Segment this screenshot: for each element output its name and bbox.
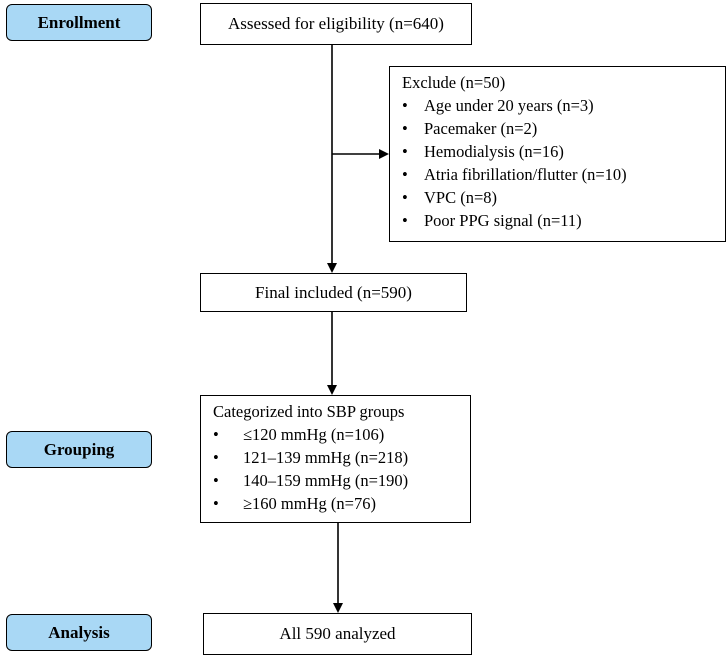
- bullet-icon: •: [213, 471, 219, 490]
- sbp-groups-heading: Categorized into SBP groups: [213, 402, 405, 421]
- stage-analysis: Analysis: [6, 614, 152, 651]
- list-item: •140–159 mmHg (n=190): [213, 471, 409, 490]
- bullet-icon: •: [402, 188, 408, 207]
- final-included-box: Final included (n=590): [200, 273, 467, 312]
- assessed-text: Assessed for eligibility (n=640): [228, 14, 444, 33]
- list-item: •Hemodialysis (n=16): [402, 142, 564, 161]
- bullet-icon: •: [213, 494, 219, 513]
- list-item: •Pacemaker (n=2): [402, 119, 538, 138]
- sbp-groups-list: •≤120 mmHg (n=106) •121–139 mmHg (n=218)…: [213, 423, 470, 515]
- list-item: •VPC (n=8): [402, 188, 498, 207]
- list-item: •≤120 mmHg (n=106): [213, 425, 385, 444]
- list-item: •Age under 20 years (n=3): [402, 96, 594, 115]
- bullet-icon: •: [402, 119, 408, 138]
- analyzed-box: All 590 analyzed: [203, 613, 472, 655]
- bullet-icon: •: [213, 448, 219, 467]
- stage-enrollment: Enrollment: [6, 4, 152, 41]
- exclude-list: •Age under 20 years (n=3) •Pacemaker (n=…: [402, 94, 725, 232]
- list-item: •121–139 mmHg (n=218): [213, 448, 409, 467]
- bullet-icon: •: [402, 142, 408, 161]
- list-item: •Atria fibrillation/flutter (n=10): [402, 165, 627, 184]
- exclude-heading: Exclude (n=50): [402, 73, 506, 92]
- sbp-groups-box: Categorized into SBP groups •≤120 mmHg (…: [200, 395, 471, 523]
- list-item: •≥160 mmHg (n=76): [213, 494, 376, 513]
- bullet-icon: •: [402, 165, 408, 184]
- final-included-text: Final included (n=590): [255, 282, 412, 302]
- assessed-box: Assessed for eligibility (n=640): [200, 3, 472, 45]
- bullet-icon: •: [213, 425, 219, 444]
- bullet-icon: •: [402, 211, 408, 230]
- stage-grouping: Grouping: [6, 431, 152, 468]
- list-item: •Poor PPG signal (n=11): [402, 211, 582, 230]
- analyzed-text: All 590 analyzed: [279, 624, 396, 643]
- exclude-box: Exclude (n=50) •Age under 20 years (n=3)…: [389, 66, 726, 242]
- bullet-icon: •: [402, 96, 408, 115]
